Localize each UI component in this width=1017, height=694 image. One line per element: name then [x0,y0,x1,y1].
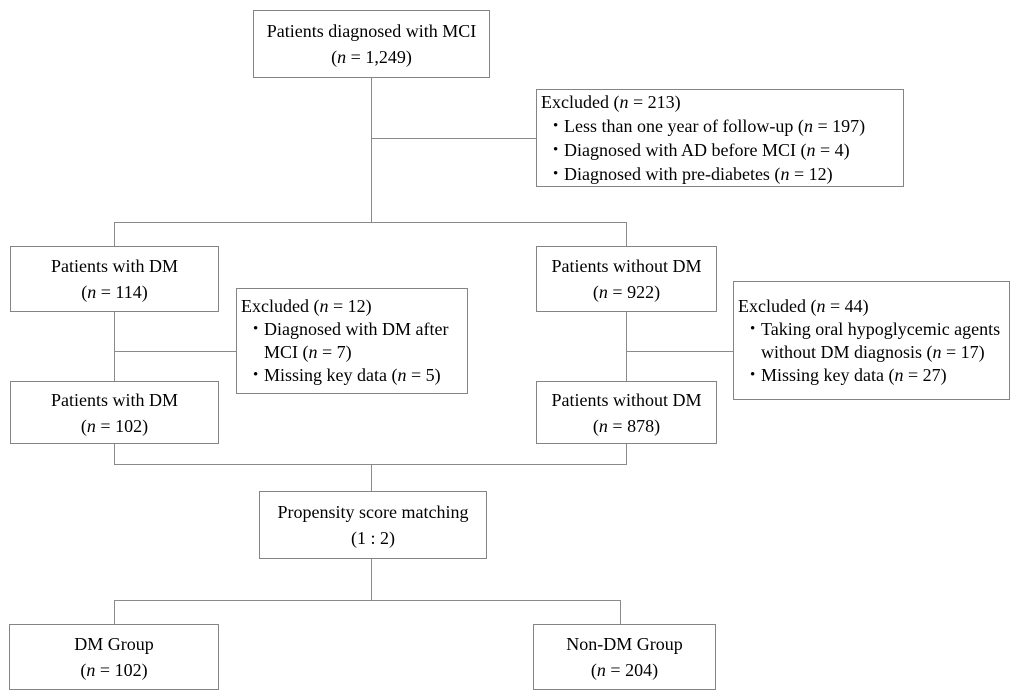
count-line: (n = 922) [592,282,661,302]
count-line: (n = 204) [590,660,659,680]
exclusion-text: Diagnosed with pre-diabetes (n = 12) [564,164,833,184]
connector-psm-out [371,559,372,600]
box-dm-group: DM Group (n = 102) [9,624,219,690]
connector-psm-in [371,464,372,491]
box-title: Non-DM Group [566,634,683,654]
connector-to-excluded-top [372,138,536,139]
connector-nondm-mid-to-low [626,312,627,381]
count-line: (n = 878) [592,415,661,436]
exclusion-item: • Diagnosed with DM after MCI (n = 7) [240,318,464,364]
box-title: Patients with DM [50,256,178,276]
box-title: Patients without DM [551,389,702,410]
count-line: (n = 102) [80,415,149,436]
count-line: (n = 114) [81,282,148,302]
connector-nondm-low-out [626,444,627,464]
bullet-icon: • [750,366,756,383]
connector-dmgroup-in [114,600,115,624]
box-patients-without-dm-after: Patients without DM (n = 878) [536,381,717,444]
exclusion-text: Missing key data (n = 5) [264,365,441,385]
exclusion-item: • Missing key data (n = 27) [737,364,1006,387]
excluded-heading: Excluded (n = 213) [541,92,681,112]
connector-nondmgroup-in [620,600,621,624]
exclusion-text: Taking oral hypoglycemic agents without … [761,318,1001,362]
connector-dm-low-out [114,444,115,464]
connector-dm-in [114,222,115,246]
exclusion-item: • Less than one year of follow-up (n = 1… [540,114,900,138]
box-mci: Patients diagnosed with MCI (n = 1,249) [253,10,490,78]
box-excluded-nondm: Excluded (n = 44) • Taking oral hypoglyc… [733,281,1010,400]
exclusion-text: Less than one year of follow-up (n = 197… [564,116,866,136]
exclusion-item: • Taking oral hypoglycemic agents withou… [737,318,1006,364]
bullet-icon: • [253,321,259,337]
bullet-icon: • [750,320,756,337]
connector-to-excluded-dm [115,351,236,352]
box-excluded-top: Excluded (n = 213) • Less than one year … [536,89,904,187]
bullet-icon: • [553,142,559,158]
box-excluded-dm: Excluded (n = 12) • Diagnosed with DM af… [236,288,468,394]
box-patients-without-dm: Patients without DM (n = 922) [536,246,717,312]
box-title: Patients without DM [551,256,702,276]
exclusion-item: • Diagnosed with AD before MCI (n = 4) [540,138,900,162]
box-patients-with-dm: Patients with DM (n = 114) [10,246,219,312]
count-line: (n = 102) [80,660,148,680]
bullet-icon: • [553,118,559,134]
bullet-icon: • [253,367,259,383]
connector-dm-mid-to-low [114,312,115,381]
excluded-heading: Excluded (n = 44) [738,295,869,316]
exclusion-text: Diagnosed with DM after MCI (n = 7) [264,319,449,362]
box-title: Patients diagnosed with MCI [266,21,477,41]
box-title: Patients with DM [50,389,178,410]
ratio-line: (1 : 2) [351,528,395,548]
connector-to-excluded-nondm [627,351,733,352]
box-patients-with-dm-after: Patients with DM (n = 102) [10,381,219,444]
connector-split-bottom [114,600,621,601]
connector-nondm-in [626,222,627,246]
connector-merge [114,464,627,465]
box-propensity-matching: Propensity score matching (1 : 2) [259,491,487,559]
box-title: DM Group [74,634,154,654]
exclusion-text: Diagnosed with AD before MCI (n = 4) [564,140,850,160]
exclusion-item: • Missing key data (n = 5) [240,364,464,387]
box-title: Propensity score matching [277,502,469,522]
bullet-icon: • [553,166,559,182]
exclusion-text: Missing key data (n = 27) [761,364,947,385]
excluded-heading: Excluded (n = 12) [241,296,372,316]
exclusion-item: • Diagnosed with pre-diabetes (n = 12) [540,162,900,186]
box-nondm-group: Non-DM Group (n = 204) [533,624,716,690]
connector-split-top [114,222,627,223]
count-line: (n = 1,249) [331,47,412,67]
connector-mci-down [371,78,372,222]
